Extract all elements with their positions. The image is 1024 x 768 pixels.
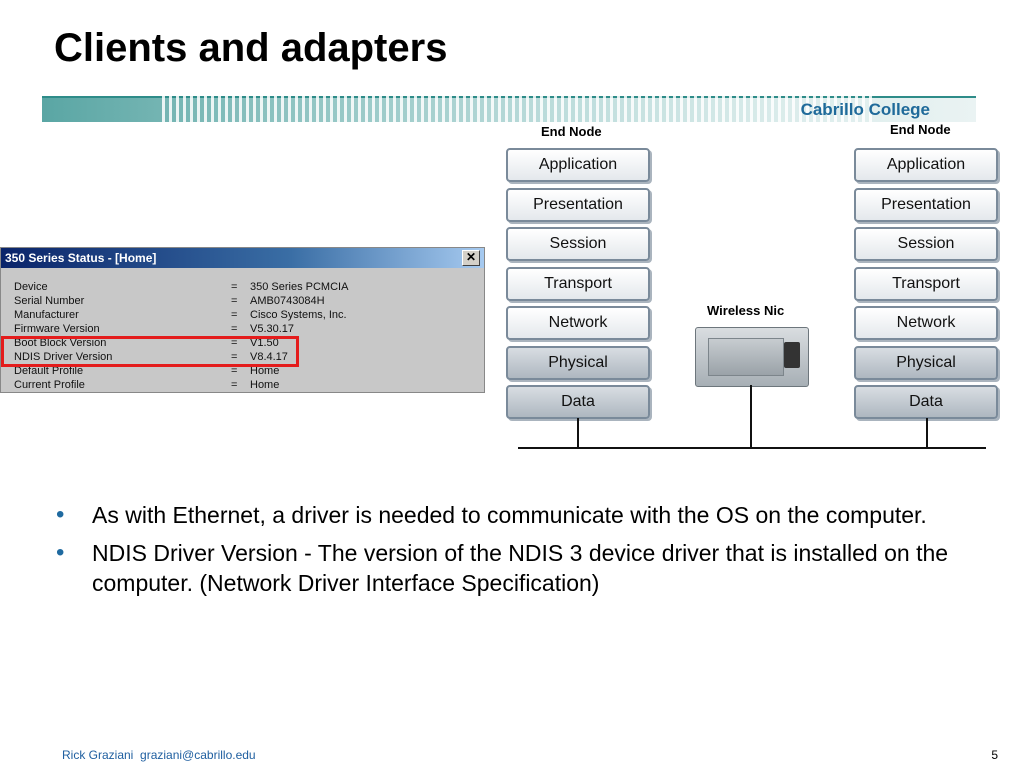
- left-layer-data: Data: [506, 385, 650, 419]
- status-equals: =: [231, 295, 238, 307]
- status-value: V8.4.17: [250, 351, 288, 363]
- status-key: Serial Number: [14, 295, 85, 307]
- bullet-text: NDIS Driver Version - The version of the…: [92, 540, 949, 596]
- status-equals: =: [231, 365, 238, 377]
- status-equals: =: [231, 379, 238, 391]
- nic-card-face: [708, 338, 784, 376]
- college-name: Cabrillo College: [800, 100, 930, 119]
- left-layer-network: Network: [506, 306, 650, 340]
- bullet-item: • As with Ethernet, a driver is needed t…: [56, 500, 976, 530]
- nic-label: Wireless Nic: [707, 303, 785, 318]
- status-equals: =: [231, 337, 238, 349]
- status-value: V5.30.17: [250, 323, 295, 335]
- left-layer-presentation: Presentation: [506, 187, 650, 222]
- college-banner: Cabrillo College: [42, 96, 976, 122]
- status-value: Home: [250, 365, 280, 377]
- right-layer-transport: Transport: [854, 266, 998, 301]
- wireless-nic-image: [695, 327, 809, 387]
- left-layer-session: Session: [506, 227, 650, 261]
- status-equals: =: [231, 281, 238, 293]
- status-row: NDIS Driver Version = V8.4.17: [1, 350, 484, 364]
- status-row: Default Profile = Home: [1, 364, 484, 378]
- right-layer-data: Data: [854, 385, 998, 419]
- right-drop-wire: [926, 418, 928, 448]
- status-row: Manufacturer = Cisco Systems, Inc.: [1, 308, 484, 322]
- close-icon[interactable]: ✕: [462, 250, 480, 266]
- bullet-list: • As with Ethernet, a driver is needed t…: [56, 500, 976, 606]
- status-row: Current Profile = Home: [1, 378, 484, 392]
- status-key: Current Profile: [14, 379, 85, 391]
- author-email[interactable]: graziani@cabrillo.edu: [140, 748, 256, 762]
- slide-title: Clients and adapters: [54, 26, 448, 70]
- status-key: Boot Block Version: [14, 337, 107, 349]
- status-value: Home: [250, 379, 280, 391]
- status-key: Manufacturer: [14, 309, 79, 321]
- left-layer-transport: Transport: [506, 266, 650, 301]
- status-key: NDIS Driver Version: [14, 351, 113, 363]
- footer-author: Rick Graziani graziani@cabrillo.edu: [62, 748, 256, 762]
- nic-port: [784, 342, 800, 368]
- bullet-icon: •: [56, 501, 65, 528]
- status-equals: =: [231, 323, 238, 335]
- status-key: Firmware Version: [14, 323, 100, 335]
- right-layer-network: Network: [854, 306, 998, 340]
- page-number: 5: [991, 748, 998, 762]
- right-layer-presentation: Presentation: [854, 187, 998, 222]
- network-bus: [518, 447, 986, 449]
- status-value: Cisco Systems, Inc.: [250, 309, 347, 321]
- window-title: 350 Series Status - [Home]: [1, 248, 484, 268]
- status-key: Default Profile: [14, 365, 84, 377]
- nic-drop-wire: [750, 385, 752, 448]
- status-row: Device = 350 Series PCMCIA: [1, 280, 484, 294]
- bullet-text: As with Ethernet, a driver is needed to …: [92, 502, 927, 528]
- bullet-item: • NDIS Driver Version - The version of t…: [56, 538, 976, 598]
- right-layer-physical: Physical: [854, 345, 998, 380]
- status-value: V1.50: [250, 337, 279, 349]
- right-node-label: End Node: [890, 122, 951, 137]
- left-layer-physical: Physical: [506, 345, 650, 380]
- status-equals: =: [231, 351, 238, 363]
- left-drop-wire: [577, 418, 579, 448]
- left-node-label: End Node: [541, 124, 602, 139]
- status-window: 350 Series Status - [Home] ✕ Device = 350 …: [0, 247, 485, 393]
- left-layer-application: Application: [506, 148, 650, 182]
- status-value: AMB0743084H: [250, 295, 325, 307]
- status-value: 350 Series PCMCIA: [250, 281, 349, 293]
- status-row: Serial Number = AMB0743084H: [1, 294, 484, 308]
- bullet-icon: •: [56, 539, 65, 566]
- right-layer-session: Session: [854, 227, 998, 261]
- author-name: Rick Graziani: [62, 748, 134, 762]
- status-equals: =: [231, 309, 238, 321]
- right-layer-application: Application: [854, 148, 998, 182]
- banner-stripes: [162, 96, 872, 122]
- status-row: Firmware Version = V5.30.17: [1, 322, 484, 336]
- status-row: Boot Block Version = V1.50: [1, 336, 484, 350]
- status-rows: Device = 350 Series PCMCIA Serial Number = AM…: [1, 280, 484, 392]
- ndis-highlight-box: [1, 336, 299, 367]
- status-key: Device: [14, 281, 48, 293]
